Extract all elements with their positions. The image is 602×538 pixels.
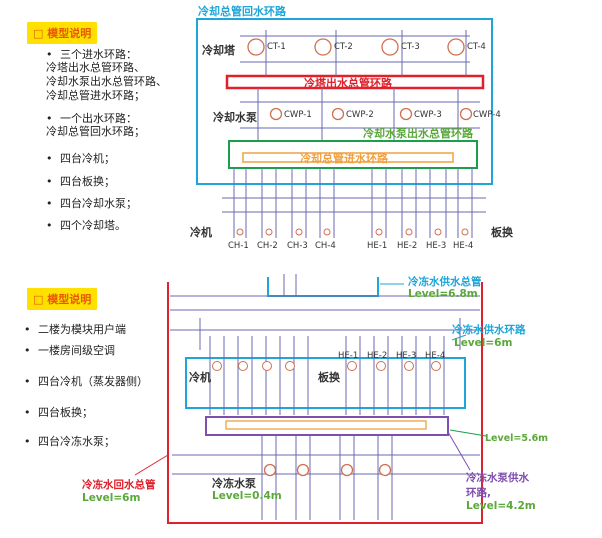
bullet-cont: 冷却总管回水环路；: [46, 125, 145, 138]
supply-main-level: Level=6.8m: [408, 288, 478, 300]
pump-label: 冷却水泵: [213, 111, 257, 124]
top-bullet-list: 三个进水环路： 冷塔出水总管环路、 冷却水泵出水总管环路、 冷却总管进水环路； …: [0, 0, 190, 240]
supply-loop-level: Level=6m: [454, 337, 513, 349]
pump-supply-loop-frame: [205, 416, 449, 436]
hx-tag: HE-1: [338, 351, 359, 361]
tower-tag: CT-2: [334, 42, 353, 52]
bottom-unit-circles: [212, 361, 441, 371]
hx-tag: HE-2: [367, 351, 388, 361]
pump-supply-loop-level: Level=4.2m: [466, 500, 536, 512]
pump-tag: CWP-4: [473, 110, 501, 120]
bullet-cont: 冷却水泵出水总管环路、: [46, 75, 167, 88]
bullet-item: 二楼为模块用户端: [24, 323, 126, 337]
bullet-cont: 冷塔出水总管环路、: [46, 61, 145, 74]
bullet-item: 四台冷却水泵；: [46, 197, 137, 211]
chiller-tag: CH-1: [228, 241, 249, 251]
bullet-item: 四台冷机；: [46, 152, 115, 166]
hx-tag: HE-1: [367, 241, 388, 251]
supply-loop-callout: [451, 334, 467, 341]
pump-header-label: 冷却水泵出水总管环路: [363, 127, 473, 140]
pump-circles: [269, 107, 473, 121]
return-loop-frame: [196, 18, 493, 185]
supply-loop-label: 冷冻水供水环路: [452, 324, 526, 336]
pump-tag: CWP-2: [346, 110, 374, 120]
chiller-label: 冷机: [190, 226, 212, 239]
chiller-tag: CH-3: [287, 241, 308, 251]
hx-tag: HE-4: [453, 241, 474, 251]
bottom-chiller-label: 冷机: [189, 371, 211, 384]
chiller-tag: CH-2: [257, 241, 278, 251]
chiller-tag: CH-4: [315, 241, 336, 251]
return-main-label: 冷冻水回水总管: [82, 479, 156, 491]
level-callout: [449, 429, 487, 437]
bullet-item: 四台冷机（蒸发器侧）: [24, 375, 148, 389]
bullet-item: 一个出水环路：: [46, 112, 137, 126]
tower-outlet-header-label: 冷塔出水总管环路: [304, 77, 392, 90]
pump-supply-loop-label-1: 冷冻水泵供水: [466, 472, 529, 484]
model-description-badge-2: □ 模型说明: [27, 288, 98, 310]
tower-outlet-header: [225, 74, 485, 90]
unit-circles: [236, 228, 469, 236]
hx-tag: HE-4: [425, 351, 446, 361]
hx-tag: HE-2: [397, 241, 418, 251]
hx-tag: HE-3: [396, 351, 417, 361]
supply-loop-frame: [185, 357, 466, 409]
inlet-loop-frame: [228, 140, 478, 169]
return-main-level: Level=6m: [82, 492, 141, 504]
bottom-pump-circles: [263, 463, 392, 477]
chilled-pump-label: 冷冻水泵: [212, 477, 256, 490]
pump-tag: CWP-1: [284, 110, 312, 120]
return-main-frame: [167, 282, 483, 524]
bullet-item: 四个冷却塔。: [46, 219, 126, 233]
bottom-hx-label: 板换: [318, 371, 340, 384]
bottom-vertical-pipes: [199, 274, 461, 520]
tower-label: 冷却塔: [202, 44, 235, 57]
bullet-item: 一楼房间级空调: [24, 344, 115, 358]
bullet-cont: 冷却总管进水环路；: [46, 89, 145, 102]
inlet-header-label: 冷却总管进水环路: [300, 152, 388, 165]
tower-tag: CT-3: [401, 42, 420, 52]
hx-tag: HE-3: [426, 241, 447, 251]
top-vertical-pipes: [233, 30, 473, 238]
bullet-item: 四台冷冻水泵；: [24, 435, 115, 449]
badge-square-icon: □: [33, 27, 48, 40]
hx-label: 板换: [491, 226, 513, 239]
badge-square-icon: □: [33, 293, 48, 306]
bullet-item: 三个进水环路：: [46, 48, 137, 62]
return-loop-title: 冷却总管回水环路: [198, 5, 286, 18]
tower-circles: [247, 38, 465, 56]
inlet-header-pipe: [242, 152, 454, 163]
level-5-6: Level=5.6m: [485, 433, 549, 444]
pump-supply-loop-label-2: 环路,: [466, 487, 491, 499]
chilled-pump-level: Level=0.4m: [212, 490, 282, 502]
pump-supply-callout: [447, 431, 471, 471]
supply-main-label: 冷冻水供水总管: [408, 276, 482, 288]
tower-tag: CT-1: [267, 42, 286, 52]
pump-tag: CWP-3: [414, 110, 442, 120]
bullet-item: 四台板换；: [24, 406, 93, 420]
tower-tag: CT-4: [467, 42, 486, 52]
model-description-badge: □ 模型说明: [27, 22, 98, 44]
return-main-callout: [134, 454, 169, 476]
bullet-item: 四台板换；: [46, 175, 115, 189]
